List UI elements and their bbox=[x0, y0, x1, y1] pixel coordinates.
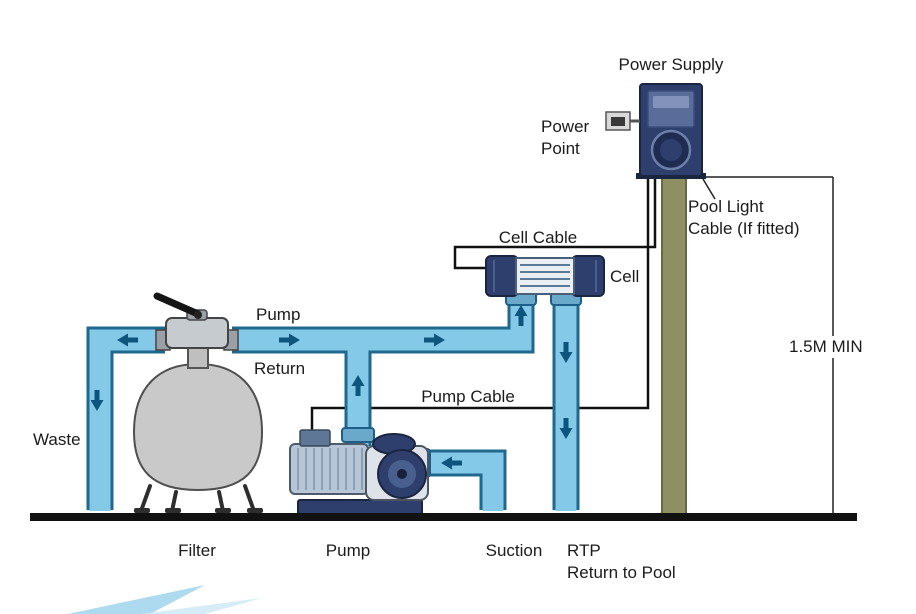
filter-leg bbox=[217, 490, 225, 513]
label-pump-port: Pump bbox=[256, 305, 300, 324]
label-min-height: 1.5M MIN bbox=[789, 337, 863, 356]
label-return-port: Return bbox=[254, 359, 305, 378]
label-pump-cable: Pump Cable bbox=[421, 387, 515, 406]
labels: Power Supply Power Point Pool Light Cabl… bbox=[33, 55, 863, 582]
filter-assembly bbox=[132, 292, 264, 513]
label-power-supply: Power Supply bbox=[619, 55, 724, 74]
label-suction: Suction bbox=[486, 541, 543, 560]
swoosh-shape-2 bbox=[140, 598, 262, 614]
cell-clear-body bbox=[515, 257, 575, 295]
suction-pipe bbox=[424, 452, 504, 511]
filter-leg bbox=[170, 490, 178, 513]
cables bbox=[310, 176, 657, 434]
motor-terminal-box bbox=[299, 429, 331, 447]
filter-foot bbox=[215, 508, 231, 513]
mounting-post bbox=[661, 175, 687, 515]
filter-leg bbox=[243, 484, 256, 513]
pump-cable-line bbox=[310, 176, 650, 434]
filter-leg bbox=[139, 484, 152, 513]
cell-assembly bbox=[485, 255, 605, 297]
motor-cooling-fins bbox=[297, 448, 363, 490]
valve-handle bbox=[153, 292, 202, 318]
cell-cable-line bbox=[453, 176, 657, 270]
label-rtp: RTP bbox=[567, 541, 601, 560]
decorative-swoosh bbox=[68, 585, 262, 614]
filter-foot bbox=[247, 508, 263, 513]
filter-tank bbox=[132, 362, 264, 492]
swoosh-shape-1 bbox=[68, 585, 205, 614]
filter-foot bbox=[165, 508, 181, 513]
pump-base bbox=[297, 499, 423, 515]
pump-assembly bbox=[289, 429, 429, 515]
cell-right-cap bbox=[571, 255, 605, 297]
label-pool-light-line1: Pool Light bbox=[688, 197, 764, 216]
label-power-point-line1: Power bbox=[541, 117, 590, 136]
label-cell: Cell bbox=[610, 267, 639, 286]
pool-light-cable-leader-line bbox=[702, 178, 716, 200]
filter-foot bbox=[134, 508, 150, 513]
min-height-label-bg bbox=[784, 336, 882, 358]
label-pump: Pump bbox=[326, 541, 370, 560]
power-supply-dial-inner bbox=[660, 139, 682, 161]
ground-line bbox=[30, 513, 857, 521]
pump-front-hub bbox=[397, 469, 407, 479]
cell-electrode-plates bbox=[520, 264, 570, 287]
waste-pipe bbox=[89, 329, 165, 511]
power-supply-unit bbox=[605, 83, 706, 179]
power-supply-display bbox=[653, 96, 689, 108]
multiport-valve-body bbox=[165, 317, 229, 349]
valve-handle-pivot bbox=[194, 311, 202, 319]
label-filter: Filter bbox=[178, 541, 216, 560]
label-waste: Waste bbox=[33, 430, 81, 449]
label-cell-cable: Cell Cable bbox=[499, 228, 577, 247]
power-point-socket bbox=[611, 117, 625, 126]
label-power-point-line2: Point bbox=[541, 139, 580, 158]
pump-discharge-union bbox=[341, 427, 375, 443]
cell-left-cap bbox=[485, 255, 519, 297]
label-pool-light-line2: Cable (If fitted) bbox=[688, 219, 800, 238]
label-return-to-pool: Return to Pool bbox=[567, 563, 676, 582]
